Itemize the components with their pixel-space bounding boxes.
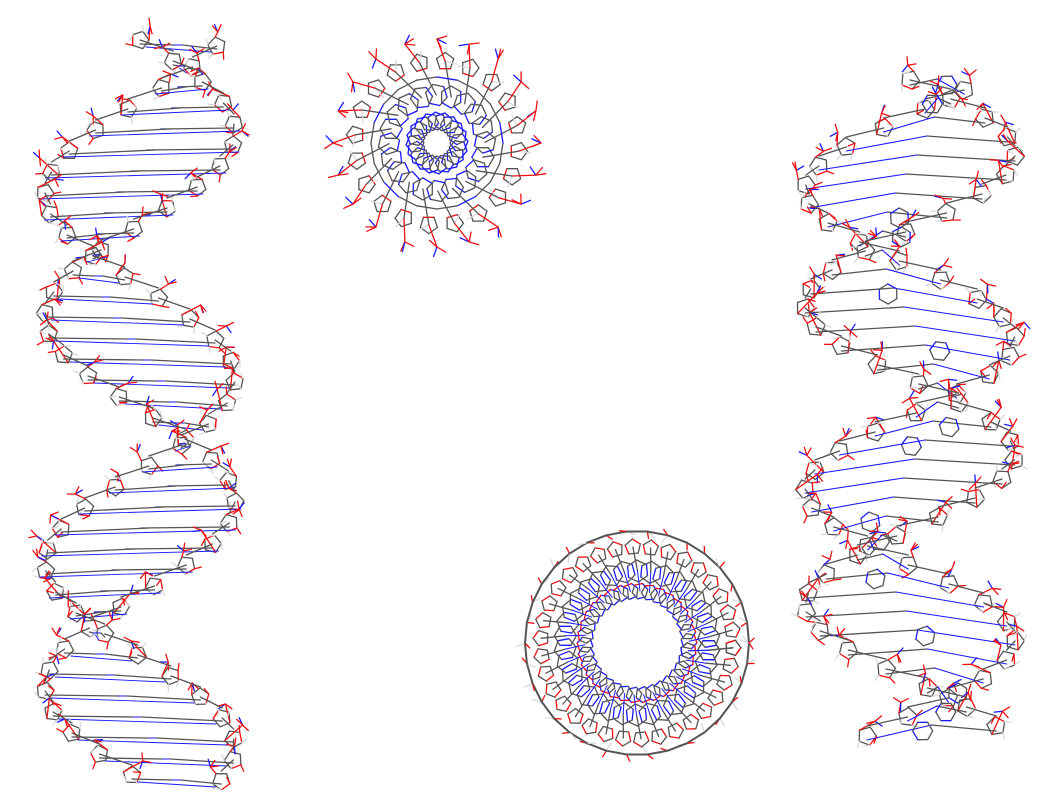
a-dna-top-view bbox=[516, 528, 756, 764]
a-dna-side-view bbox=[791, 56, 1031, 748]
b-dna-side-view bbox=[28, 17, 250, 791]
b-dna-top-view bbox=[324, 34, 547, 258]
